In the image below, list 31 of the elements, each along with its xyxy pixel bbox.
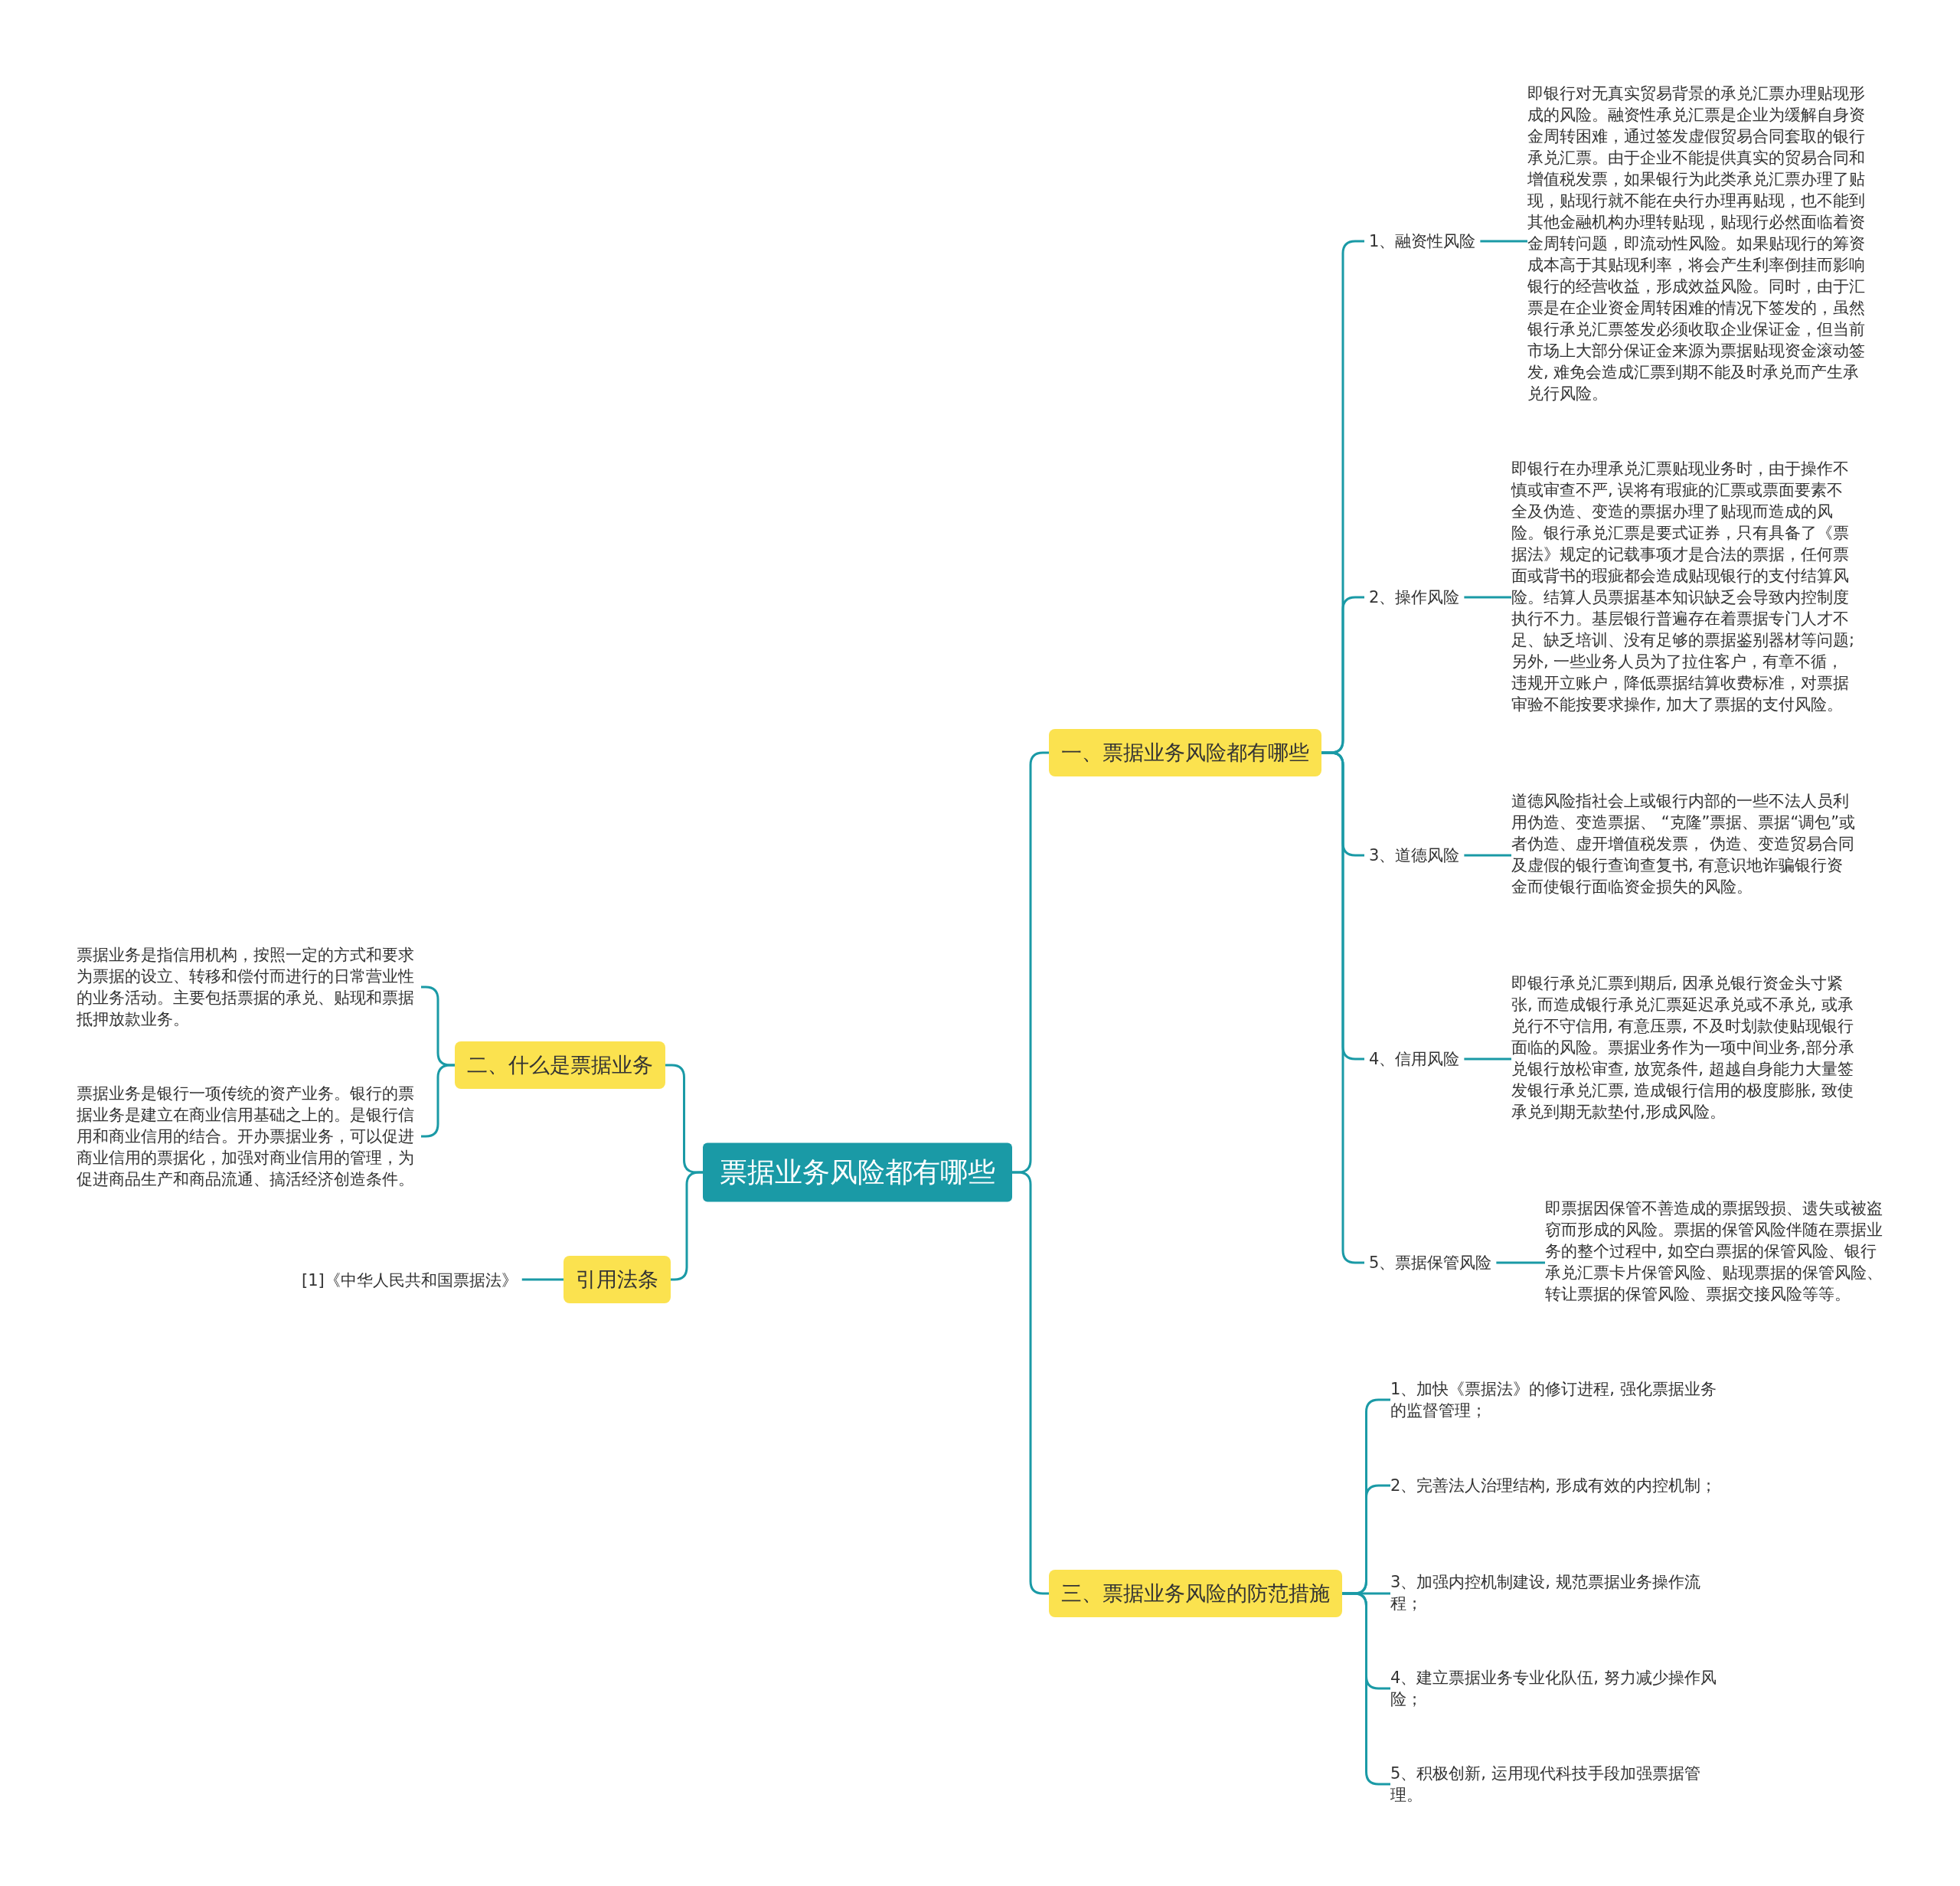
connector-line bbox=[1464, 596, 1511, 599]
connector-line bbox=[1496, 1261, 1545, 1264]
subtopic-label: 1、融资性风险 bbox=[1364, 229, 1481, 253]
connector-line bbox=[1480, 240, 1527, 243]
note-text: 票据业务是银行一项传统的资产业务。银行的票据业务是建立在商业信用基础之上的。是银行信用和商业信用的结合。开办票据业务，可以促进商业信用的票据化，加强对商业信用的管理，为促进商品生产和商品流通、搞活经济创造条件。 bbox=[77, 1083, 421, 1190]
connector-line bbox=[1464, 854, 1511, 857]
note-text: 道德风险指社会上或银行内部的一些不法人员利用伪造、变造票据、 “克隆”票据、票据“调包”或者伪造、虚开增值税发票， 伪造、变造贸易合同及虚假的银行查询查复书, 有意识地诈骗银行资金而使银行面临资金损失的风险。 bbox=[1511, 790, 1856, 897]
topic-box: 引用法条 bbox=[564, 1256, 671, 1303]
note-text: 即银行在办理承兑汇票贴现业务时，由于操作不慎或审查不严, 误将有瑕疵的汇票或票面要素不全及伪造、变造的票据办理了贴现而造成的风险。银行承兑汇票是要式证券，只有具备了《票据法》规定的记载事项才是合法的票据，任何票面或背书的瑕疵都会造成贴现银行的支付结算风险。结算人员票据基本知识缺乏会导致内控制度执行不力。基层银行普遍存在着票据专门人才不足、缺乏培训、没有足够的票据鉴别器材等问题; 另外, 一些业务人员为了拉住客户，有章不循，违规开立账户，降低票据结算收费标准，对票据审验不能按要求操作, 加大了票据的支付风险。 bbox=[1511, 458, 1856, 715]
note-text: 4、建立票据业务专业化队伍, 努力减少操作风险； bbox=[1390, 1667, 1727, 1710]
note-text: 1、加快《票据法》的修订进程, 强化票据业务的监督管理； bbox=[1390, 1378, 1727, 1421]
subtopic-label: 2、操作风险 bbox=[1364, 585, 1465, 610]
note-text: 即银行对无真实贸易背景的承兑汇票办理贴现形成的风险。融资性承兑汇票是企业为缓解自身资金周转困难，通过签发虚假贸易合同套取的银行承兑汇票。由于企业不能提供真实的贸易合同和增值税发票，如果银行为此类承兑汇票办理了贴现，贴现行就不能在央行办理再贴现，也不能到其他金融机构办理转贴现，贴现行必然面临着资金周转问题，即流动性风险。如果贴现行的筹资成本高于其贴现利率，将会产生利率倒挂而影响银行的经营收益，形成效益风险。同时，由于汇票是在企业资金周转困难的情况下签发的，虽然银行承兑汇票签发必须收取企业保证金，但当前市场上大部分保证金来源为票据贴现资金滚动签发, 难免会造成汇票到期不能及时承兑而产生承兑行风险。 bbox=[1527, 83, 1872, 404]
subtopic-label: 4、信用风险 bbox=[1364, 1047, 1465, 1071]
note-text: 票据业务是指信用机构，按照一定的方式和要求为票据的设立、转移和偿付而进行的日常营业性的业务活动。主要包括票据的承兑、贴现和票据抵押放款业务。 bbox=[77, 944, 421, 1030]
connector-line bbox=[521, 1278, 564, 1281]
topic-box: 三、票据业务风险的防范措施 bbox=[1049, 1570, 1342, 1617]
note-text: 3、加强内控机制建设, 规范票据业务操作流程； bbox=[1390, 1571, 1727, 1614]
subtopic-label: 5、票据保管风险 bbox=[1364, 1250, 1497, 1275]
topic-box: 二、什么是票据业务 bbox=[455, 1041, 665, 1089]
note-text: 5、积极创新, 运用现代科技手段加强票据管理。 bbox=[1390, 1763, 1727, 1806]
subtopic-label: 3、道德风险 bbox=[1364, 843, 1465, 868]
connector-line bbox=[671, 1171, 703, 1281]
note-text: 即票据因保管不善造成的票据毁损、遗失或被盗窃而形成的风险。票据的保管风险伴随在票据业务的整个过程中, 如空白票据的保管风险、银行承兑汇票卡片保管风险、贴现票据的保管风险、转让票据的保管风险、票据交接风险等等。 bbox=[1545, 1198, 1890, 1305]
central-topic: 票据业务风险都有哪些 bbox=[703, 1142, 1012, 1202]
connector-line bbox=[1464, 1057, 1511, 1061]
topic-box: 一、票据业务风险都有哪些 bbox=[1049, 729, 1321, 776]
note-text: 2、完善法人治理结构, 形成有效的内控机制； bbox=[1390, 1475, 1727, 1496]
subtopic-label: [1]《中华人民共和国票据法》 bbox=[297, 1268, 522, 1293]
note-text: 即银行承兑汇票到期后, 因承兑银行资金头寸紧张, 而造成银行承兑汇票延迟承兑或不承兑, 或承兑行不守信用, 有意压票, 不及时划款使贴现银行面临的风险。票据业务作为一项中间业务,部分承兑银行放松审查, 放宽条件, 超越自身能力大量签发银行承兑汇票, 造成银行信用的极度膨胀, 致使承兑到期无款垫付,形成风险。 bbox=[1511, 972, 1856, 1123]
connector-line bbox=[1012, 1171, 1049, 1595]
